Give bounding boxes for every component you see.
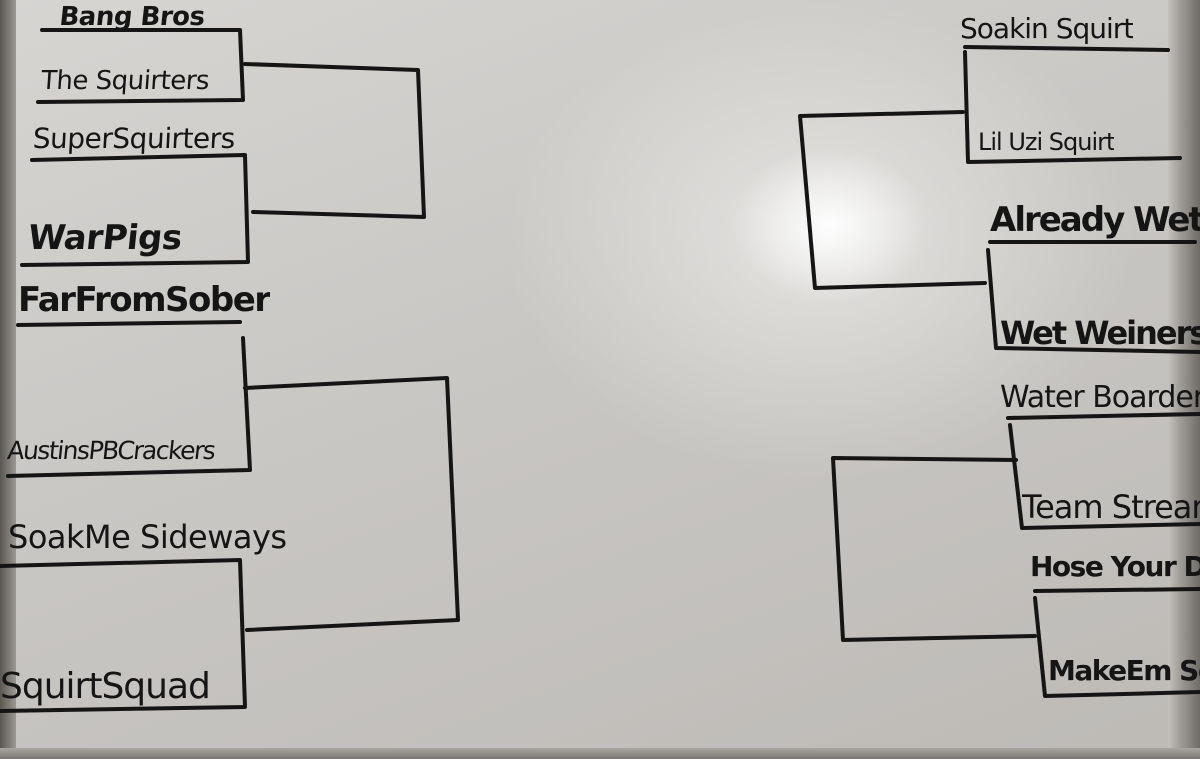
bracket-line — [963, 45, 1170, 52]
bracket-line — [1006, 412, 1200, 420]
team-label: Wet Weiners — [1000, 314, 1200, 352]
bracket-line — [20, 153, 250, 267]
team-label: SquirtSquad — [0, 666, 210, 707]
team-label: Lil Uzi Squirt — [978, 128, 1115, 156]
team-label: Soakin Squirt — [960, 12, 1134, 45]
bracket-line — [1033, 596, 1200, 698]
bracket-line — [36, 28, 245, 104]
whiteboard-frame-left — [0, 0, 16, 759]
team-label: SoakMe Sideways — [8, 518, 287, 556]
team-label: The Squirters — [40, 66, 211, 96]
team-label: Water Boarders — [1000, 380, 1200, 415]
bracket-line — [963, 50, 1182, 164]
team-label: Already Wet — [990, 200, 1200, 240]
team-label: Hose Your Dad — [1030, 550, 1200, 583]
team-label: Team Stream — [1022, 488, 1200, 526]
bracket-line — [1033, 587, 1200, 593]
bracket-line — [6, 336, 252, 478]
team-label: WarPigs — [26, 218, 184, 258]
team-label: SuperSquirters — [32, 122, 236, 155]
bracket-line — [243, 376, 460, 632]
team-label: MakeEm Squirt — [1048, 654, 1200, 687]
team-label: AustinsPBCrackers — [6, 436, 217, 465]
bracket-line — [16, 320, 242, 327]
team-label: Bang Bros — [58, 2, 207, 32]
bracket-line — [0, 558, 247, 713]
team-label: FarFromSober — [18, 280, 270, 320]
bracket-line — [243, 62, 426, 219]
bracket-line — [798, 110, 987, 290]
bracket-line — [986, 248, 1200, 354]
whiteboard-frame-right — [1168, 0, 1200, 759]
bracket-line — [831, 456, 1037, 642]
whiteboard-frame-bottom — [0, 748, 1200, 759]
